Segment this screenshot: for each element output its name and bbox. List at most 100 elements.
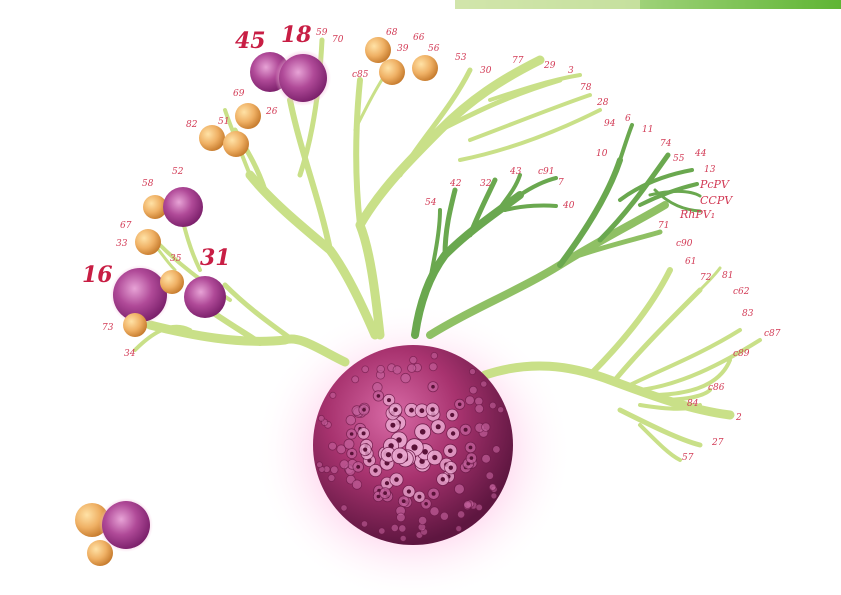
- label-55: 55: [673, 154, 685, 164]
- capsomere: [482, 423, 491, 432]
- capsomere-pore: [449, 466, 453, 470]
- label-11: 11: [642, 125, 653, 135]
- label-39: 39: [397, 44, 409, 54]
- capsomere: [408, 364, 416, 372]
- label-13: 13: [704, 165, 716, 175]
- label-7: 7: [558, 178, 564, 188]
- label-83: 83: [742, 309, 754, 319]
- label-94: 94: [604, 119, 616, 129]
- capsomere-pore: [464, 428, 468, 432]
- capsomere-pore: [448, 449, 453, 454]
- label-66: 66: [413, 33, 425, 43]
- capsomere-pore: [385, 481, 389, 485]
- capsomere: [464, 501, 472, 509]
- label-34: 34: [124, 349, 136, 359]
- capsomere: [486, 472, 494, 480]
- label-69: 69: [233, 89, 245, 99]
- label-35: 35: [170, 254, 182, 264]
- capsomere-pore: [393, 407, 398, 412]
- capsomere-pore: [451, 431, 455, 435]
- capsomere: [457, 511, 464, 518]
- capsomere-pore: [420, 408, 425, 413]
- capsomere: [465, 396, 474, 405]
- capsomere: [410, 356, 417, 363]
- label-33: 33: [116, 239, 128, 249]
- label-ccpv: CCPV: [700, 194, 733, 207]
- capsomere: [400, 535, 406, 541]
- label-59: 59: [316, 28, 328, 38]
- capsomere-pore: [469, 446, 473, 450]
- capsomere-pore: [417, 495, 421, 499]
- capsomere-pore: [424, 502, 428, 506]
- label-72: 72: [700, 273, 712, 283]
- capsomere-pore: [350, 452, 354, 456]
- capsomere: [429, 363, 437, 371]
- capsomere: [456, 526, 462, 532]
- capsomere-pore: [383, 491, 387, 495]
- label-28: 28: [596, 98, 609, 108]
- central-virion: [313, 345, 513, 545]
- label-rhpv: RhPV₁: [679, 208, 715, 221]
- capsomere-pore: [394, 477, 399, 482]
- capsomere: [318, 415, 324, 421]
- capsomere: [393, 366, 401, 374]
- capsomere: [362, 366, 369, 373]
- capsomere: [431, 352, 438, 359]
- capsomere: [352, 376, 359, 383]
- capsomere-pore: [362, 408, 366, 412]
- label-c62: c62: [733, 287, 750, 297]
- label-53: 53: [455, 53, 467, 63]
- label-84: 84: [687, 399, 699, 409]
- capsomere-pore: [402, 499, 406, 503]
- label-c89: c89: [733, 349, 750, 359]
- capsomere: [430, 507, 439, 516]
- capsomere: [340, 460, 349, 469]
- label-57: 57: [682, 453, 694, 463]
- label-2: 2: [735, 413, 742, 423]
- capsomere: [418, 516, 426, 524]
- label-74: 74: [660, 139, 672, 149]
- label-81: 81: [722, 271, 733, 281]
- label-32: 32: [480, 179, 492, 189]
- label-type-45: 45: [235, 28, 266, 54]
- label-c86: c86: [708, 383, 725, 393]
- label-c90: c90: [676, 239, 693, 249]
- label-c85: c85: [352, 70, 369, 80]
- capsomere: [491, 493, 497, 499]
- capsomere-pore: [362, 431, 366, 435]
- capsomere: [399, 525, 406, 532]
- label-3: 3: [568, 66, 574, 76]
- capsomere: [352, 480, 361, 489]
- capsomere: [344, 439, 354, 449]
- label-61: 61: [685, 257, 696, 267]
- capsomere: [328, 475, 335, 482]
- label-42: 42: [449, 179, 462, 189]
- label-56: 56: [428, 44, 440, 54]
- label-c87: c87: [764, 329, 781, 339]
- label-44: 44: [694, 149, 707, 159]
- capsomere-pore: [450, 413, 454, 417]
- capsomere-pore: [407, 489, 411, 493]
- capsomere-pore: [432, 455, 437, 460]
- capsomere: [377, 365, 385, 373]
- label-30: 30: [480, 66, 492, 76]
- capsomere-pore: [436, 424, 441, 429]
- label-58: 58: [142, 179, 154, 189]
- capsomere-pore: [458, 403, 462, 407]
- capsomere-pore: [363, 448, 367, 452]
- label-type-18: 18: [281, 22, 312, 48]
- capsomere-pore: [387, 398, 391, 402]
- capsomere-pore: [470, 456, 474, 460]
- capsomere-pore: [377, 394, 381, 398]
- label-77: 77: [512, 56, 524, 66]
- capsomere: [482, 454, 491, 463]
- capsomere-pore: [356, 465, 360, 469]
- capsomere: [489, 402, 496, 409]
- label-67: 67: [120, 221, 132, 231]
- label-type-31: 31: [200, 245, 231, 271]
- capsomere: [379, 528, 386, 535]
- label-73: 73: [102, 323, 114, 333]
- capsomere-pore: [411, 444, 417, 450]
- label-52: 52: [172, 167, 184, 177]
- capsomere: [489, 484, 496, 491]
